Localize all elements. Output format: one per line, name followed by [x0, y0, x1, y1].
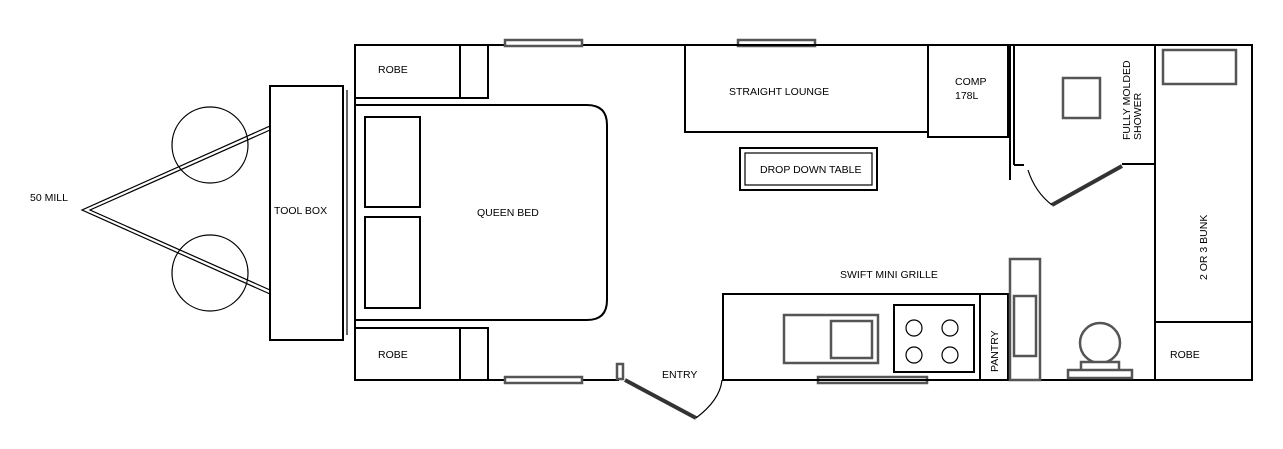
pantry: [979, 293, 1009, 381]
entry-label: ENTRY: [662, 369, 697, 381]
robe-rear: [1154, 321, 1253, 381]
toilet: [1078, 321, 1122, 365]
pantry-label: PANTRY: [989, 330, 1001, 372]
robe-label: ROBE: [1170, 349, 1200, 361]
door-frame: [615, 362, 625, 381]
wheel-icon: [171, 106, 249, 184]
queen-bed-label: QUEEN BED: [477, 207, 539, 219]
robe-label: ROBE: [378, 349, 408, 361]
shower-label: SHOWER: [1132, 92, 1144, 140]
shower-tray: [1061, 76, 1102, 120]
pillow: [364, 116, 421, 208]
pillow: [364, 216, 421, 309]
wheel-icon: [171, 234, 249, 312]
queen-bed: [355, 104, 608, 321]
cooktop: [893, 304, 975, 373]
tool-box-label: TOOL BOX: [274, 205, 327, 217]
burner-icon: [905, 346, 923, 364]
entry-door[interactable]: [624, 378, 697, 420]
burner-icon: [941, 319, 959, 337]
drop-down-table: [739, 147, 878, 191]
burner-icon: [941, 346, 959, 364]
comp-label: COMP: [955, 76, 987, 88]
window: [503, 38, 584, 48]
drawbar-label: 50 MILL: [30, 192, 68, 204]
table-label: DROP DOWN TABLE: [760, 164, 862, 176]
burner-icon: [905, 319, 923, 337]
bunk-label: 2 OR 3 BUNK: [1198, 215, 1210, 280]
shower-label: FULLY MOLDED: [1121, 60, 1133, 140]
comp-capacity: 178L: [955, 90, 979, 102]
drawbar: [80, 125, 271, 295]
comp-storage: [927, 44, 1009, 138]
lounge-label: STRAIGHT LOUNGE: [729, 86, 829, 98]
sink-basin: [829, 319, 874, 360]
grille-label: SWIFT MINI GRILLE: [840, 269, 938, 281]
window: [503, 375, 584, 385]
shower-door[interactable]: [1051, 164, 1123, 207]
tool-box: [269, 85, 344, 341]
robe-label: ROBE: [378, 64, 408, 76]
pillow: [1161, 48, 1238, 86]
